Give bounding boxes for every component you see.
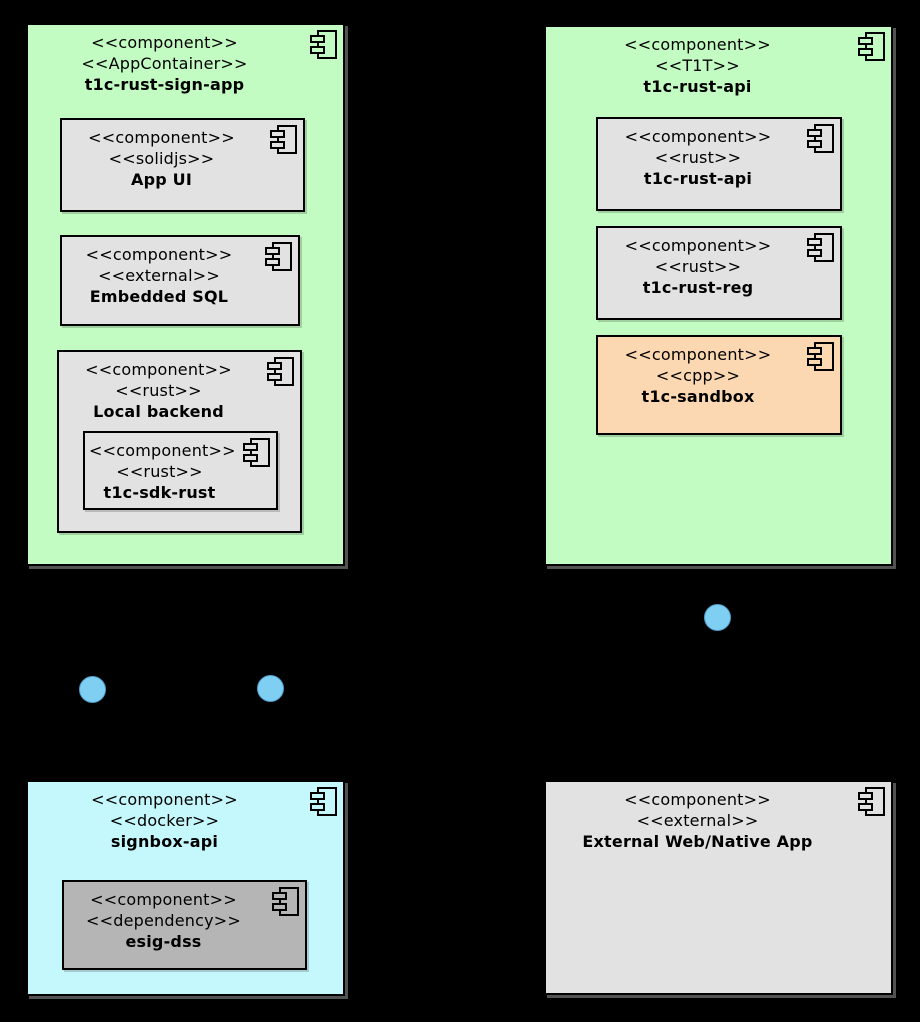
component-icon [858, 32, 885, 62]
component-title: <<component>> <<cpp>> t1c-sandbox [602, 344, 794, 407]
component-name: Local backend [93, 402, 224, 421]
interface-lollipop-middle [257, 675, 284, 702]
stereotype-2: <<dependency>> [86, 911, 241, 930]
connector-app-ui-to-t1c-rust-api [303, 171, 546, 173]
stereotype-1: <<component>> [90, 890, 237, 909]
stereotype-2: <<solidjs>> [108, 149, 215, 168]
component-icon [807, 233, 834, 263]
component-name: t1c-rust-api [643, 77, 752, 96]
connector-interface-middle-to-signbox [270, 701, 272, 781]
interface-lollipop-right [704, 604, 731, 631]
component-title: <<component>> <<rust>> t1c-rust-reg [602, 235, 794, 298]
component-box-t1c-sdk-rust: <<component>> <<rust>> t1c-sdk-rust [83, 431, 278, 510]
component-icon [243, 438, 270, 468]
component-box-app-ui: <<component>> <<solidjs>> App UI [60, 118, 305, 212]
component-name: External Web/Native App [582, 832, 813, 851]
connector-rust-api-to-interface-right [717, 564, 719, 606]
stereotype-2: <<T1T>> [655, 56, 740, 75]
component-box-t1c-rust-api: <<component>> <<rust>> t1c-rust-api [596, 117, 842, 211]
stereotype-1: <<component>> [85, 360, 232, 379]
component-icon [270, 125, 297, 155]
component-name: t1c-rust-reg [642, 278, 754, 297]
component-icon [807, 124, 834, 154]
stereotype-2: <<rust>> [116, 462, 203, 481]
stereotype-1: <<component>> [624, 790, 771, 809]
component-title: <<component>> <<T1T>> t1c-rust-api [550, 34, 845, 97]
component-title: <<component>> <<rust>> t1c-rust-api [602, 126, 794, 189]
stereotype-2: <<rust>> [654, 257, 742, 276]
component-title: <<component>> <<AppContainer>> t1c-rust-… [32, 32, 297, 95]
component-box-embedded-sql: <<component>> <<external>> Embedded SQL [60, 235, 300, 326]
component-icon [265, 242, 292, 272]
stereotype-2: <<rust>> [115, 381, 202, 400]
component-icon [310, 30, 337, 60]
stereotype-1: <<component>> [85, 245, 233, 264]
component-box-esig-dss: <<component>> <<dependency>> esig-dss [62, 880, 307, 970]
component-title: <<component>> <<dependency>> esig-dss [68, 889, 259, 952]
component-box-t1c-rust-reg: <<component>> <<rust>> t1c-rust-reg [596, 226, 842, 320]
component-title: <<component>> <<rust>> Local backend [63, 359, 254, 422]
stereotype-1: <<component>> [89, 441, 236, 460]
interface-lollipop-left [79, 676, 106, 703]
component-box-t1c-sandbox: <<component>> <<cpp>> t1c-sandbox [596, 335, 842, 435]
component-box-t1c-rust-api-outer: <<component>> <<T1T>> t1c-rust-api <<com… [544, 25, 893, 566]
component-box-t1c-rust-sign-app: <<component>> <<AppContainer>> t1c-rust-… [26, 23, 345, 566]
component-box-external-web-native-app: <<component>> <<external>> External Web/… [544, 780, 893, 995]
connector-sign-app-to-interface-middle [270, 564, 272, 678]
stereotype-2: <<cpp>> [655, 366, 741, 385]
component-title: <<component>> <<solidjs>> App UI [66, 127, 257, 190]
component-title: <<component>> <<external>> Embedded SQL [66, 244, 252, 307]
stereotype-1: <<component>> [624, 35, 771, 54]
component-title: <<component>> <<external>> External Web/… [550, 789, 845, 852]
component-icon [858, 787, 885, 817]
component-title: <<component>> <<rust>> t1c-sdk-rust [89, 440, 236, 503]
component-icon [267, 357, 294, 387]
component-box-local-backend: <<component>> <<rust>> Local backend <<c… [57, 350, 302, 533]
component-icon [807, 342, 834, 372]
stereotype-1: <<component>> [624, 127, 772, 146]
connector-sign-app-to-interface-left [92, 564, 94, 678]
stereotype-1: <<component>> [91, 790, 238, 809]
component-name: esig-dss [125, 932, 202, 951]
stereotype-2: <<AppContainer>> [81, 54, 248, 73]
component-title: <<component>> <<docker>> signbox-api [32, 789, 297, 852]
stereotype-1: <<component>> [91, 33, 238, 52]
stereotype-1: <<component>> [624, 236, 772, 255]
stereotype-2: <<external>> [98, 266, 220, 285]
stereotype-2: <<docker>> [109, 811, 220, 830]
stereotype-2: <<external>> [636, 811, 759, 830]
component-box-signbox-api: <<component>> <<docker>> signbox-api <<c… [26, 780, 345, 996]
connector-interface-left-to-signbox [92, 701, 94, 781]
stereotype-1: <<component>> [624, 345, 772, 364]
component-name: Embedded SQL [89, 287, 229, 306]
stereotype-1: <<component>> [88, 128, 235, 147]
component-name: t1c-sandbox [641, 387, 755, 406]
component-name: App UI [130, 170, 192, 189]
stereotype-2: <<rust>> [654, 148, 742, 167]
connector-interface-right-to-external-app [717, 629, 719, 781]
component-name: t1c-sdk-rust [103, 483, 216, 502]
component-icon [310, 787, 337, 817]
component-icon [272, 887, 299, 917]
component-name: signbox-api [110, 832, 219, 851]
component-name: t1c-rust-api [643, 169, 753, 188]
component-name: t1c-rust-sign-app [84, 75, 245, 94]
